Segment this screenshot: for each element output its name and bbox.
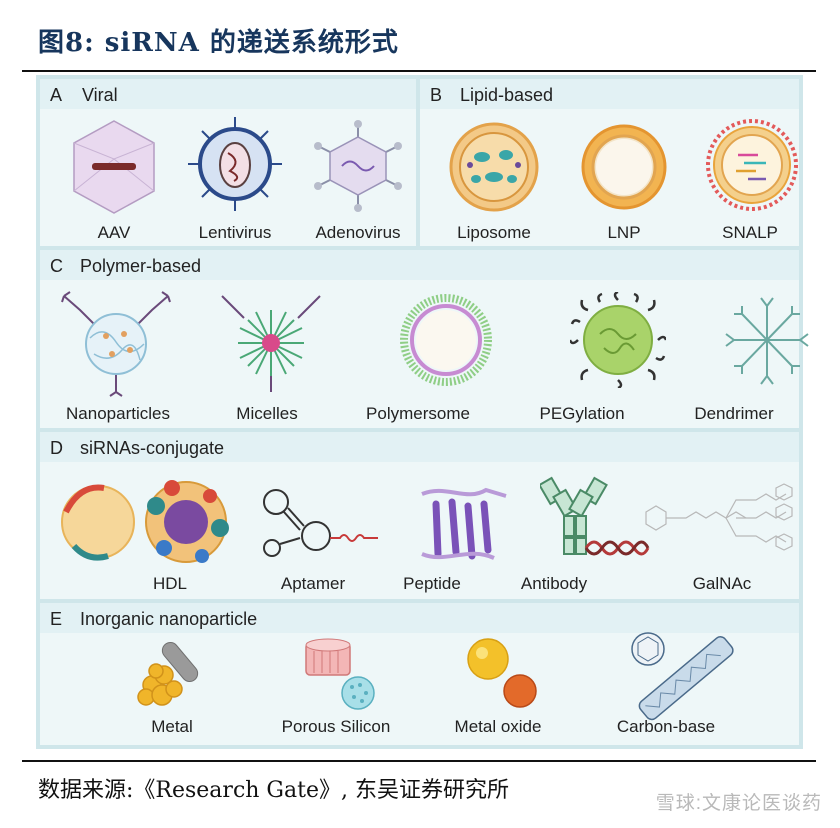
section-d-title: siRNAs-conjugate [80,438,225,458]
pegylation-icon [570,292,666,388]
porous-silicon-label: Porous Silicon [281,717,391,736]
micelles-label: Micelles [236,404,298,423]
section-b-letter: B [430,85,443,105]
metal-icon [137,642,199,706]
section-e-letter: E [50,609,63,629]
metal-label: Metal [151,717,193,736]
metal-oxide-icon [467,638,537,708]
source-note: 数据来源:《Research Gate》, 东吴证券研究所 [38,778,509,803]
lentivirus-icon [188,117,282,211]
section-a-viral: A Viral AAV Lentivirus [40,79,416,246]
section-a-title: Viral [82,85,118,105]
section-b-title: Lipid-based [460,85,554,105]
liposome-label: Liposome [457,223,531,242]
galnac-label: GalNAc [692,574,752,593]
section-b-header: B Lipid-based [420,79,799,109]
liposome-icon [449,122,539,212]
nanoparticles-icon [61,291,171,397]
lentivirus-label: Lentivirus [198,223,272,242]
section-c-letter: C [50,256,63,276]
polymersome-label: Polymersome [366,404,470,423]
section-d-conjugate: D siRNAs-conjugate [40,432,799,599]
section-d-header: D siRNAs-conjugate [40,432,799,462]
carbon-base-icon [631,632,734,721]
antibody-icon [540,476,650,556]
section-b-lipid: B Lipid-based Liposome LNP SNALP [420,79,799,246]
adenovirus-icon [314,120,402,212]
top-rule [22,70,816,72]
nanoparticles-label: Nanoparticles [66,404,170,423]
antibody-label: Antibody [520,574,588,593]
adenovirus-label: Adenovirus [315,223,401,242]
bottom-rule [22,760,816,762]
hdl-label: HDL [152,574,188,593]
dendrimer-label: Dendrimer [694,404,774,423]
pegylation-label: PEGylation [539,404,625,423]
porous-silicon-icon [305,638,375,710]
section-c-title: Polymer-based [80,256,202,276]
figure-title: 图8: siRNA 的递送系统形式 [38,28,399,58]
dendrimer-icon [725,297,809,385]
aptamer-label: Aptamer [280,574,346,593]
section-c-polymer: C Polymer-based [40,250,809,428]
figure-panel: A Viral AAV Lentivirus [36,75,809,749]
lnp-icon [581,124,667,210]
section-e-title: Inorganic nanoparticle [80,609,258,629]
snalp-label: SNALP [722,223,778,242]
hdl-icon [61,480,229,563]
metal-oxide-label: Metal oxide [454,717,542,736]
section-e-inorganic: E Inorganic nanoparticle [40,603,799,745]
section-c-header: C Polymer-based [40,250,799,280]
snalp-icon [706,119,798,211]
section-a-letter: A [50,85,63,105]
peptide-label: Peptide [403,574,461,593]
carbon-base-label: Carbon-base [616,717,716,736]
aptamer-icon [263,489,378,557]
section-e-header: E Inorganic nanoparticle [40,603,799,633]
section-d-letter: D [50,438,63,458]
lnp-label: LNP [607,223,641,242]
watermark: 雪球:文康论医谈药 [655,793,822,814]
galnac-icon [645,483,793,551]
section-a-header: A Viral [40,79,416,109]
micelles-icon [221,295,321,392]
polymersome-icon [400,294,492,386]
peptide-icon [421,487,507,560]
aav-icon [73,120,155,214]
aav-label: AAV [97,223,131,242]
